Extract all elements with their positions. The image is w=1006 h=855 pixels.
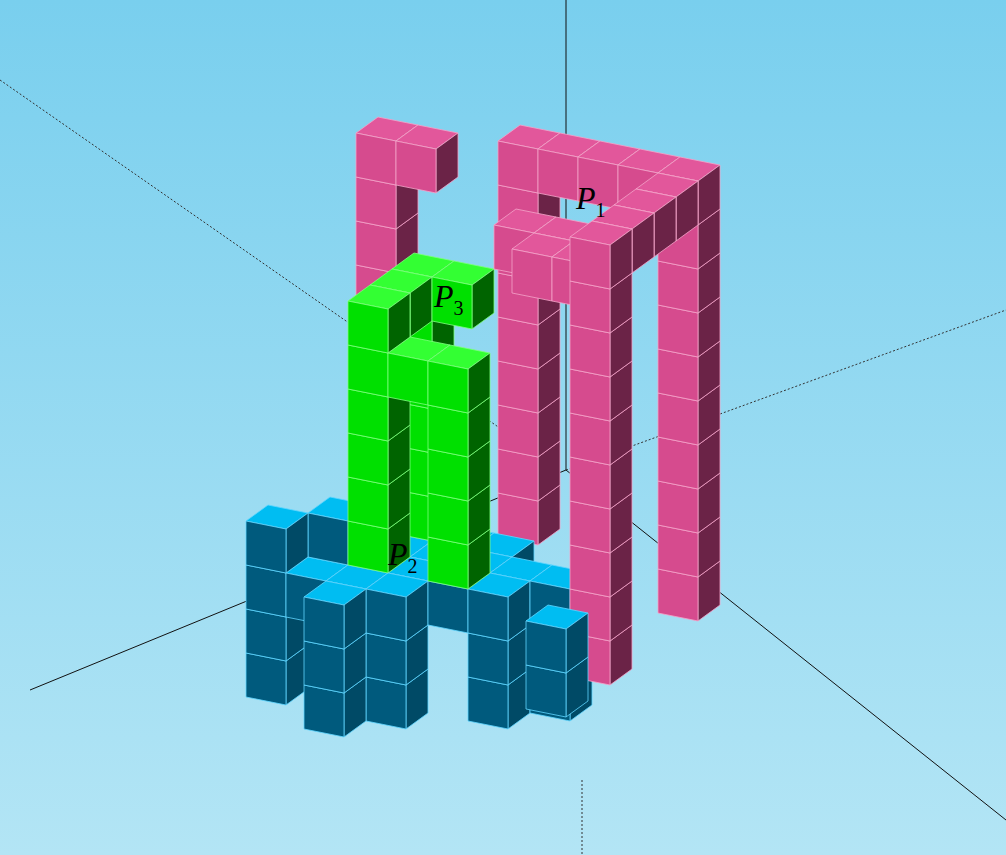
voxel-face	[570, 325, 610, 377]
voxel-face	[468, 677, 508, 729]
voxel-face	[428, 449, 468, 501]
voxel-face	[570, 413, 610, 465]
voxel-face	[436, 133, 458, 193]
voxel-face	[410, 277, 432, 337]
voxel-face	[658, 305, 698, 357]
part-label: P2	[388, 538, 418, 570]
voxel-face	[498, 361, 538, 413]
voxel-face	[570, 369, 610, 421]
voxel-face	[570, 501, 610, 553]
voxel-face	[356, 221, 396, 273]
voxel-face	[468, 589, 508, 641]
voxel-face	[526, 665, 566, 717]
voxel-face	[570, 237, 610, 289]
voxel-face	[698, 165, 720, 225]
voxel-face	[498, 449, 538, 501]
voxel-face	[428, 405, 468, 457]
voxel-face	[512, 249, 552, 301]
voxel-face	[538, 149, 578, 201]
voxel-face	[286, 513, 308, 573]
voxel-face	[396, 141, 436, 193]
voxel-face	[428, 537, 468, 589]
voxel-face	[348, 301, 388, 353]
label-subscript: 1	[596, 199, 606, 221]
voxel-face	[428, 581, 468, 633]
voxel-face	[348, 433, 388, 485]
axis-line	[566, 470, 1006, 820]
voxel-face	[246, 565, 286, 617]
voxel-face	[366, 589, 406, 641]
voxel-face	[428, 361, 468, 413]
voxel-face	[246, 609, 286, 661]
part-label: P1	[576, 182, 606, 214]
voxel-face	[472, 269, 494, 329]
voxel-face	[468, 633, 508, 685]
voxel-face	[566, 613, 588, 673]
voxel-face	[366, 633, 406, 685]
voxel-face	[658, 525, 698, 577]
voxel-face	[428, 493, 468, 545]
voxel-face	[498, 405, 538, 457]
voxel-face	[468, 353, 490, 413]
voxel-face	[348, 345, 388, 397]
voxel-face	[658, 349, 698, 401]
voxel-face	[632, 213, 654, 273]
part-label: P3	[434, 280, 464, 312]
voxel-face	[658, 393, 698, 445]
voxel-face	[526, 621, 566, 673]
voxel-face	[388, 353, 428, 405]
voxel-face	[658, 569, 698, 621]
voxel-face	[388, 293, 410, 353]
axis-line	[0, 80, 560, 470]
label-letter: P	[576, 180, 596, 216]
voxel-face	[366, 677, 406, 729]
label-subscript: 3	[454, 297, 464, 319]
voxel-face	[246, 521, 286, 573]
voxel-face	[432, 277, 472, 329]
voxel-face	[658, 261, 698, 313]
voxel-face	[304, 597, 344, 649]
voxel-face	[570, 281, 610, 333]
label-letter: P	[434, 278, 454, 314]
voxel-face	[610, 229, 632, 289]
voxel-face	[498, 141, 538, 193]
axis-line	[566, 310, 1006, 470]
voxel-face	[356, 133, 396, 185]
label-subscript: 2	[408, 555, 418, 577]
voxel-face	[356, 177, 396, 229]
voxel-face	[348, 477, 388, 529]
voxel-face	[304, 685, 344, 737]
voxel-face	[658, 481, 698, 533]
voxel-face	[676, 181, 698, 241]
voxel-face	[308, 513, 348, 565]
voxel-face	[654, 197, 676, 257]
voxel-face	[498, 317, 538, 369]
voxel-face	[348, 389, 388, 441]
voxel-face	[304, 641, 344, 693]
voxel-face	[570, 545, 610, 597]
voxel-face	[344, 589, 366, 649]
voxel-face	[348, 521, 388, 573]
voxel-face	[246, 653, 286, 705]
voxel-face	[406, 581, 428, 641]
axis-line	[582, 780, 583, 855]
label-letter: P	[388, 536, 408, 572]
voxel-face	[658, 437, 698, 489]
voxel-face	[570, 457, 610, 509]
